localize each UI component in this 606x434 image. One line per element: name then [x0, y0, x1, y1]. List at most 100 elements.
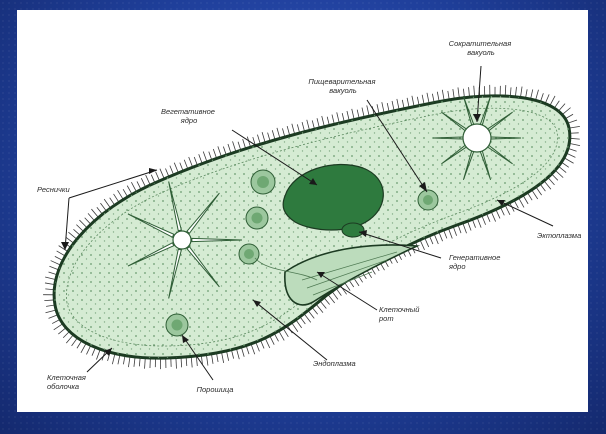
- label-digestive-vacuole: Пищеварительная вакуоль: [308, 77, 377, 95]
- cilium: [262, 132, 265, 143]
- cilium: [347, 111, 349, 121]
- cilium: [412, 96, 414, 107]
- label-cell-mouth: Клеточный рот: [378, 305, 422, 323]
- cilium: [519, 198, 524, 208]
- cilium: [128, 356, 130, 367]
- cilium: [46, 310, 57, 313]
- cilium: [270, 336, 274, 345]
- cilium: [555, 170, 563, 177]
- cilium: [328, 294, 335, 303]
- cilium: [191, 356, 192, 367]
- cilium: [184, 160, 188, 169]
- cilium: [145, 358, 146, 369]
- cilium: [304, 314, 311, 323]
- cilium: [427, 93, 429, 104]
- cilium: [265, 338, 270, 348]
- cilium: [420, 240, 425, 250]
- cilium: [68, 232, 76, 239]
- cilium: [236, 349, 239, 360]
- cilium: [222, 352, 224, 363]
- cilium: [434, 234, 438, 244]
- cilium: [211, 354, 213, 364]
- cilium: [228, 144, 231, 153]
- cilium: [382, 102, 384, 113]
- cilium: [233, 141, 236, 151]
- cilium: [96, 349, 100, 359]
- cilium: [79, 220, 87, 228]
- cilium: [337, 112, 340, 123]
- cilium: [550, 96, 555, 106]
- cilium: [287, 126, 290, 136]
- cilium: [569, 126, 580, 128]
- label-cell-membrane: Клеточная оболочка: [47, 373, 88, 391]
- cilium: [316, 304, 323, 313]
- cilium: [520, 87, 522, 98]
- cilium: [317, 118, 319, 128]
- label-vegetative-nucleus: Вегетативное ядро: [161, 107, 217, 125]
- cilium: [174, 163, 178, 173]
- cilium: [505, 205, 510, 215]
- cilium: [176, 358, 177, 369]
- cilium: [81, 343, 86, 353]
- label-powder: Порошица: [197, 385, 234, 394]
- label-endoplasm: Эндоплазма: [313, 359, 356, 368]
- cilium: [562, 108, 570, 115]
- cilium: [189, 157, 193, 167]
- label-ectoplasm: Эктоплазма: [537, 231, 581, 240]
- cilium: [131, 182, 136, 192]
- cilium: [54, 324, 63, 330]
- cilium: [458, 87, 459, 98]
- cilium: [227, 351, 229, 361]
- label-contractile-vacuole: Сократительная вакуоль: [449, 39, 514, 57]
- cilium: [279, 331, 284, 341]
- cilium: [199, 154, 202, 163]
- cilium: [277, 128, 280, 139]
- diagram-panel: Сократительная вакуоль Пищеварительная в…: [17, 10, 588, 412]
- cilium: [160, 169, 164, 179]
- cilium: [257, 135, 260, 145]
- cilium: [283, 328, 288, 337]
- vacuole-core: [463, 124, 491, 152]
- cilium: [256, 342, 260, 351]
- cilium: [206, 355, 208, 366]
- cilium: [463, 223, 467, 233]
- cilium: [241, 347, 244, 357]
- cilium: [422, 95, 424, 105]
- cilium: [170, 166, 174, 175]
- cilium: [367, 105, 369, 116]
- cilium: [296, 320, 302, 328]
- cilium: [307, 120, 310, 131]
- cilium: [477, 217, 481, 227]
- cilium: [118, 190, 124, 199]
- cilium: [146, 175, 151, 185]
- cilium: [392, 101, 394, 111]
- cilium: [320, 301, 326, 309]
- cilium: [352, 109, 354, 120]
- vacuole-core: [173, 231, 191, 249]
- cilium: [292, 323, 298, 332]
- cilium: [544, 181, 551, 190]
- generative-nucleus: [342, 223, 364, 237]
- cilium: [448, 228, 452, 238]
- cilium: [377, 104, 379, 114]
- paramecium-diagram: Сократительная вакуоль Пищеварительная в…: [17, 10, 588, 412]
- cilium: [213, 149, 216, 158]
- cilium: [332, 115, 334, 125]
- cilium: [66, 335, 73, 343]
- cilium: [292, 124, 295, 135]
- label-cilia: Реснички: [37, 185, 70, 194]
- cilium: [308, 310, 314, 318]
- cilium: [181, 357, 182, 367]
- cilium: [564, 158, 574, 164]
- cilium: [397, 99, 399, 110]
- cilium: [505, 85, 506, 96]
- cilium: [491, 211, 495, 221]
- cilium: [532, 190, 538, 199]
- cilium: [362, 108, 364, 118]
- cilium: [302, 122, 305, 132]
- cilium: [322, 116, 325, 127]
- cilium: [251, 344, 255, 354]
- cilium: [569, 143, 580, 145]
- cilium: [442, 90, 444, 101]
